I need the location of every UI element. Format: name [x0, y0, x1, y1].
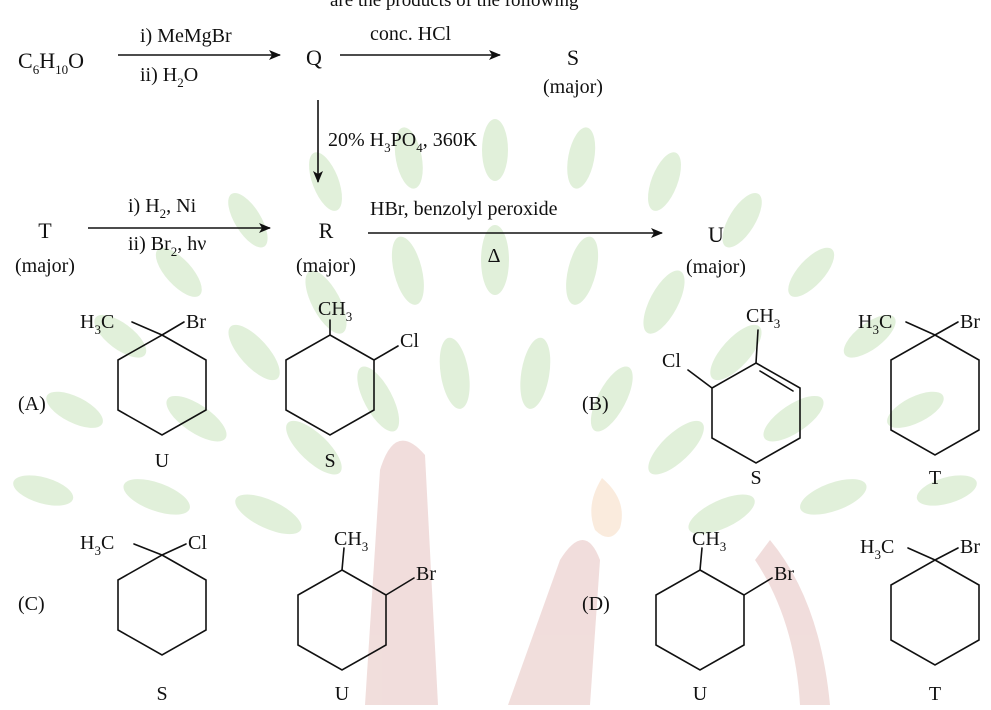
compound-R-letter: R: [319, 218, 334, 243]
option-A-s1-name: U: [155, 450, 170, 472]
watermark-leaf: [643, 270, 685, 334]
watermark-leaf: [567, 127, 596, 189]
option-A-s1-halogen: Br: [186, 311, 206, 333]
watermark-leaf: [566, 236, 599, 305]
watermark-leaf: [482, 119, 508, 181]
option-C-s2-halogen: Br: [416, 563, 436, 585]
option-D-s2-halogen: Br: [960, 536, 980, 558]
option-D-s1-name: U: [693, 683, 708, 705]
watermark-leaf: [590, 366, 633, 432]
watermark-leaf: [916, 475, 977, 506]
compound-S-letter: S: [567, 45, 579, 70]
option-C-structure-1: H3C Cl S: [80, 532, 207, 705]
option-A-s2-name: S: [324, 450, 335, 472]
option-C-s2-methyl: CH3: [334, 528, 368, 554]
watermark-leaf: [286, 420, 342, 475]
compound-U-major: (major): [686, 256, 746, 278]
watermark-leaf: [305, 270, 347, 334]
watermark-leaves: [13, 119, 977, 535]
watermark-leaf: [235, 494, 302, 535]
option-D-structure-1: CH3 Br U: [655, 528, 794, 705]
option-A-s1-methyl: H3C: [80, 311, 114, 337]
watermark-leaf: [357, 366, 400, 432]
option-A-structure-2: CH3 Cl S: [285, 298, 419, 472]
watermark-leaf: [887, 391, 944, 428]
watermark-orange-drop: [591, 478, 622, 538]
watermark-leaf: [13, 475, 74, 506]
option-C-s1-methyl: H3C: [80, 532, 114, 558]
watermark-red-arc: [755, 540, 830, 705]
option-D-structure-2: H3C Br T: [860, 536, 980, 705]
watermark-leaf: [94, 314, 147, 358]
reagent-step5-bottom: Δ: [488, 245, 501, 267]
watermark-leaf: [166, 395, 227, 442]
option-D-s1-methyl: CH3: [692, 528, 726, 554]
reagent-step1-top: i) MeMgBr: [140, 25, 232, 47]
option-B-s1-name: S: [750, 467, 761, 489]
watermark-leaf: [155, 247, 202, 297]
compound-T-letter: T: [38, 218, 52, 243]
option-D-s2-methyl: H3C: [860, 536, 894, 562]
watermark-leaf: [228, 192, 268, 248]
compound-S-major: (major): [543, 76, 603, 98]
option-B-s2-halogen: Br: [960, 311, 980, 333]
option-B-s1-halogen: Cl: [662, 350, 681, 372]
watermark-leaf: [520, 337, 551, 409]
question-header-partial: are the products of the following: [330, 0, 579, 11]
watermark-leaf: [648, 420, 704, 475]
reagent-step4-top: i) H2, Ni: [128, 195, 197, 221]
watermark-leaf: [123, 479, 190, 515]
watermark-leaf: [46, 391, 103, 428]
watermark-leaf: [688, 494, 755, 535]
compound-T-major: (major): [15, 255, 75, 277]
compound-R-major: (major): [296, 255, 356, 277]
option-B-structure-2: H3C Br T: [858, 311, 980, 489]
option-A-s2-halogen: Cl: [400, 330, 419, 352]
watermark-leaf: [439, 337, 470, 409]
watermark-leaf: [843, 314, 896, 358]
option-C-label: (C): [18, 593, 45, 615]
watermark-leaf: [648, 152, 681, 211]
option-A-structure-1: H3C Br U: [80, 311, 207, 472]
watermark-red-stroke-right: [508, 540, 600, 705]
watermark: [13, 119, 977, 705]
watermark-leaf: [391, 236, 424, 305]
reagent-step4-bottom: ii) Br2, hν: [128, 233, 206, 259]
reagent-step5-top: HBr, benzolyl peroxide: [370, 198, 558, 220]
watermark-leaf: [309, 152, 342, 211]
option-B-label: (B): [582, 393, 609, 415]
option-D-s1-halogen: Br: [774, 563, 794, 585]
option-B-s2-methyl: H3C: [858, 311, 892, 337]
reagent-step2: conc. HCl: [370, 23, 452, 45]
option-A-s2-methyl: CH3: [318, 298, 352, 324]
option-C-s1-halogen: Cl: [188, 532, 207, 554]
option-B-structure-1: CH3 Cl S: [662, 305, 801, 489]
option-D-s2-name: T: [929, 683, 941, 705]
watermark-leaf: [228, 324, 280, 381]
option-D-label: (D): [582, 593, 610, 615]
compound-U-letter: U: [708, 222, 724, 247]
option-C-s2-name: U: [335, 683, 350, 705]
start-compound-formula: C6H10O: [18, 48, 84, 77]
watermark-leaf: [800, 479, 867, 515]
watermark-leaf: [763, 395, 824, 442]
reagent-step1-bottom: ii) H2O: [140, 64, 198, 90]
option-B-s1-methyl: CH3: [746, 305, 780, 331]
watermark-leaf: [710, 324, 762, 381]
watermark-leaf: [722, 192, 762, 248]
option-A-label: (A): [18, 393, 46, 415]
option-C-structure-2: CH3 Br U: [297, 528, 436, 705]
option-B-s2-name: T: [929, 467, 941, 489]
compound-Q: Q: [306, 45, 322, 70]
reagent-step3: 20% H3PO4, 360K: [328, 129, 478, 155]
watermark-leaf: [788, 247, 835, 297]
watermark-leaf: [481, 225, 509, 295]
watermark-leaf: [394, 127, 423, 189]
watermark-red-stroke-left: [365, 440, 438, 705]
option-C-s1-name: S: [156, 683, 167, 705]
